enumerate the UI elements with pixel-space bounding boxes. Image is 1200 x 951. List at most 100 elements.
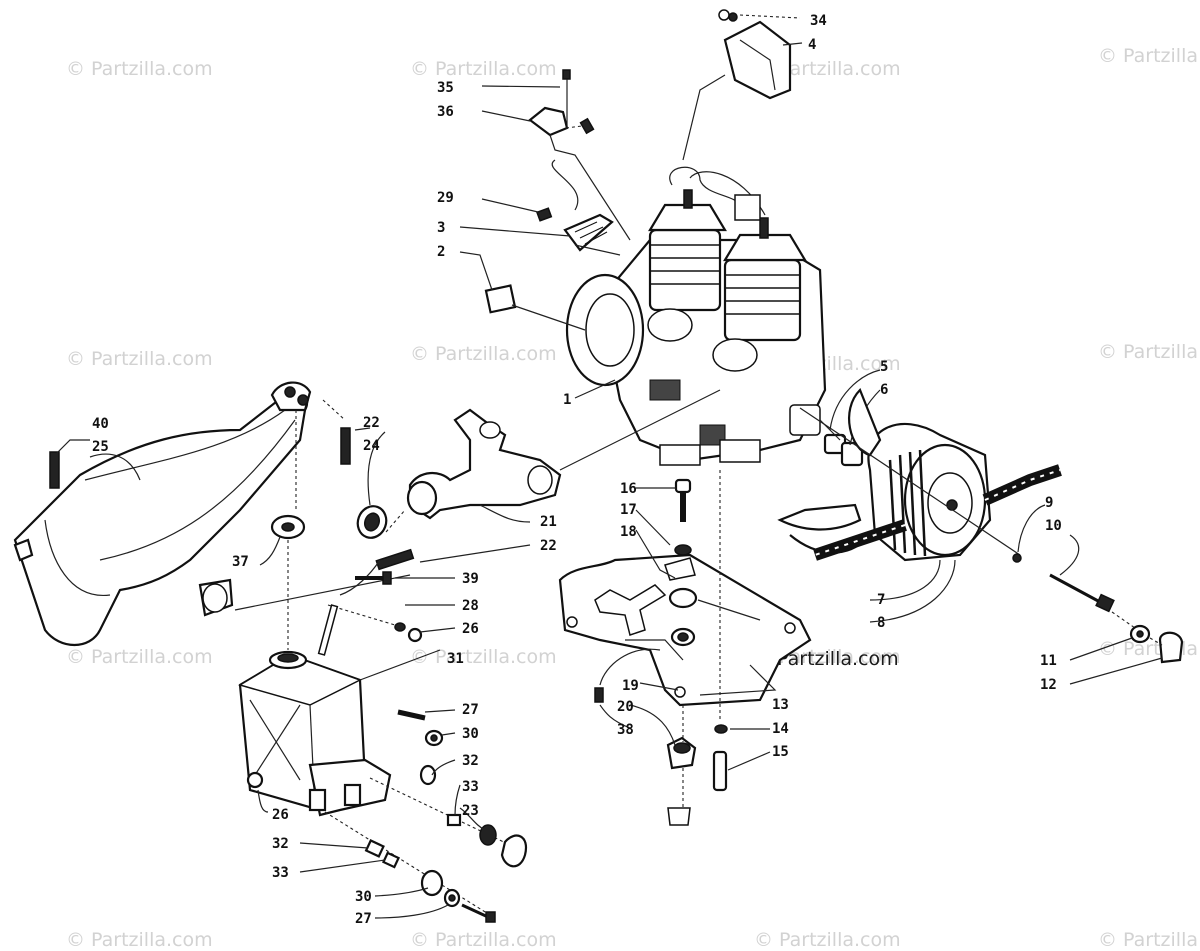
callout-label: 11 (1040, 653, 1057, 669)
callout-label: 27 (355, 911, 372, 927)
stinger (13, 538, 34, 562)
engine-detail (649, 379, 681, 401)
callout-label: 30 (355, 889, 372, 905)
spring (340, 427, 351, 465)
exhaust-assembly (13, 381, 312, 646)
watermark: © Partzilla.com (1098, 929, 1200, 951)
callout-label: 21 (540, 514, 557, 530)
washer (674, 544, 692, 556)
callout-label: 33 (272, 865, 289, 881)
nut (246, 771, 264, 789)
watermark: © Partzilla.com (410, 343, 557, 365)
callout-label: 35 (437, 80, 454, 96)
washer (1012, 553, 1022, 563)
callout-label: 39 (462, 571, 479, 587)
spring (49, 451, 60, 489)
watermark: © Partzilla.com (66, 929, 213, 951)
isolator-bushing (668, 587, 698, 609)
plate-cutout (594, 584, 667, 636)
nut-cap (1158, 631, 1184, 664)
callout-label: 5 (880, 359, 888, 375)
fitting (446, 813, 462, 827)
outlet-ring (202, 583, 228, 613)
fitting (364, 839, 385, 858)
plate-hole (674, 686, 686, 698)
plate-hole (566, 616, 578, 628)
callout-label: 8 (877, 615, 885, 631)
watermark: © Partzilla.com (754, 929, 901, 951)
oil-tank-assembly (238, 604, 392, 817)
spring (375, 548, 415, 571)
callout-label: 40 (92, 416, 109, 432)
vent-tube (317, 604, 339, 656)
callout-label: 30 (462, 726, 479, 742)
callout-label: 36 (437, 104, 454, 120)
watermark: © Partzilla.com (1098, 638, 1200, 660)
bolt-head (674, 478, 692, 494)
watermark: © Partzilla.com (410, 929, 557, 951)
callout-labels: 34 4 35 36 29 3 2 1 5 6 9 10 7 8 11 12 1… (92, 13, 1062, 927)
callout-label: 17 (620, 502, 637, 518)
bolt (712, 750, 728, 792)
washer (714, 724, 728, 734)
nut (407, 627, 423, 643)
manifold-port (479, 421, 501, 439)
watermark: © Partzilla.com (66, 646, 213, 668)
watermark: © Partzilla.com (66, 58, 213, 80)
callout-label: 9 (1045, 495, 1053, 511)
screw (562, 69, 571, 80)
tank-fitting (343, 783, 362, 807)
callout-label: 12 (1040, 677, 1057, 693)
spark-plug-right (759, 217, 769, 239)
screw (594, 687, 604, 703)
coil (734, 194, 761, 221)
manifold-port (527, 465, 553, 495)
callout-label: 10 (1045, 518, 1062, 534)
callout-label: 25 (92, 439, 109, 455)
drive-clutch-assembly (777, 388, 1062, 562)
nut (667, 807, 691, 826)
engine-foot (719, 439, 761, 463)
engine-detail (699, 424, 726, 446)
plate-hole (784, 622, 796, 634)
callout-label: 33 (462, 779, 479, 795)
clutch-center (946, 499, 958, 511)
drive-belt (813, 519, 907, 561)
bolt-head (1095, 593, 1115, 613)
watermark: © Partzilla.com (410, 58, 557, 80)
callout-label: 38 (617, 722, 634, 738)
callout-label: 34 (810, 13, 827, 29)
callout-label: 26 (462, 621, 479, 637)
callout-label: 6 (880, 382, 888, 398)
callout-label: 2 (437, 244, 445, 260)
fitting (381, 851, 401, 869)
callout-label: 22 (363, 415, 380, 431)
cylinder-left (648, 228, 722, 312)
exhaust-port-right (712, 338, 758, 372)
engine-foot (659, 444, 701, 466)
callout-label: 23 (462, 803, 479, 819)
callout-label: 24 (363, 438, 380, 454)
callout-label: 28 (462, 598, 479, 614)
screw (718, 9, 730, 21)
cylinder-head-left (648, 203, 727, 232)
cylinder-head-right (723, 233, 807, 262)
watermark: © Partzilla.com (1098, 341, 1200, 363)
callout-label: 14 (772, 721, 789, 737)
callout-label: 18 (620, 524, 637, 540)
recoil-inner (585, 293, 635, 367)
fan-blade (777, 503, 862, 531)
callout-label: 15 (772, 744, 789, 760)
exhaust-manifold (408, 408, 562, 520)
washer (728, 12, 738, 22)
callout-label: 32 (462, 753, 479, 769)
engine-cover (723, 20, 792, 100)
washer (394, 622, 406, 632)
callout-label: 4 (808, 37, 816, 53)
tank-fitting (308, 788, 327, 812)
callout-label: 7 (877, 592, 885, 608)
watermark: © Partzilla.com (1098, 45, 1200, 67)
engine-assembly (565, 166, 827, 466)
spark-plug-left (683, 189, 693, 209)
